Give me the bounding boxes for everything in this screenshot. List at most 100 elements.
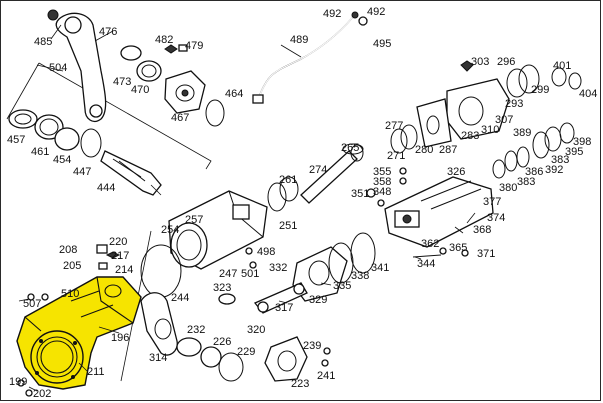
label-473: 473 [113, 76, 131, 88]
boundary-line-left [6, 62, 40, 120]
small-fasteners [17, 167, 469, 397]
label-492-right: 492 [367, 6, 385, 18]
label-374: 374 [487, 212, 505, 224]
label-348: 348 [373, 186, 391, 198]
label-226: 226 [213, 336, 231, 348]
bearings-226-232 [176, 337, 244, 382]
label-296: 296 [497, 56, 515, 68]
cover-223 [264, 336, 308, 382]
upper-bearings [120, 44, 188, 82]
label-326: 326 [447, 166, 465, 178]
label-489: 489 [290, 34, 308, 46]
label-476: 476 [99, 26, 117, 38]
gasket-244 [140, 244, 182, 298]
label-351: 351 [351, 188, 369, 200]
label-479: 479 [185, 40, 203, 52]
left-seal-stack [8, 109, 102, 158]
label-457: 457 [7, 134, 25, 146]
label-362: 362 [421, 238, 439, 250]
label-287: 287 [439, 144, 457, 156]
label-244: 244 [171, 292, 189, 304]
highlighted-gear-housing-196[interactable] [16, 276, 142, 390]
label-274: 274 [309, 164, 327, 176]
label-232: 232 [187, 324, 205, 336]
label-401: 401 [553, 60, 571, 72]
label-239: 239 [303, 340, 321, 352]
label-229: 229 [237, 346, 255, 358]
label-341: 341 [371, 262, 389, 274]
ring-261 [279, 176, 299, 202]
label-504: 504 [49, 62, 67, 74]
label-344: 344 [417, 258, 435, 270]
label-317: 317 [275, 302, 293, 314]
seals-271-287 [390, 124, 418, 154]
power-cylinder-257 [168, 190, 268, 270]
ring-251 [267, 182, 287, 212]
lower-valve-329 [292, 246, 348, 302]
label-335: 335 [333, 280, 351, 292]
valve-body-326 [384, 176, 494, 248]
label-395: 395 [565, 146, 583, 158]
side-cover-467 [164, 70, 206, 114]
label-386: 386 [525, 166, 543, 178]
label-461: 461 [31, 146, 49, 158]
label-199: 199 [9, 376, 27, 388]
label-485: 485 [34, 36, 52, 48]
label-380: 380 [499, 182, 517, 194]
label-257: 257 [185, 214, 203, 226]
label-498: 498 [257, 246, 275, 258]
label-223: 223 [291, 378, 309, 390]
label-202: 202 [33, 388, 51, 400]
label-377: 377 [483, 196, 501, 208]
label-368: 368 [473, 224, 491, 236]
label-271: 271 [387, 150, 405, 162]
label-217: 217 [111, 250, 129, 262]
label-501: 501 [241, 268, 259, 280]
label-492-left: 492 [323, 8, 341, 20]
oil-pipe-489 [252, 11, 368, 104]
label-310: 310 [481, 124, 499, 136]
label-389: 389 [513, 127, 531, 139]
label-196: 196 [111, 332, 129, 344]
label-314: 314 [149, 352, 167, 364]
label-338: 338 [351, 270, 369, 282]
label-365: 365 [449, 242, 467, 254]
label-383-lower: 383 [517, 176, 535, 188]
label-371: 371 [477, 248, 495, 260]
label-320: 320 [247, 324, 265, 336]
label-447: 447 [73, 166, 91, 178]
label-392: 392 [545, 164, 563, 176]
part-labels: 485 476 482 479 473 470 504 467 464 489 … [7, 6, 597, 400]
seals-335-341 [328, 232, 376, 284]
sector-arm-314 [140, 292, 178, 356]
label-280: 280 [415, 144, 433, 156]
label-277: 277 [385, 120, 403, 132]
label-293: 293 [505, 98, 523, 110]
label-482: 482 [155, 34, 173, 46]
piston-rod-274 [300, 143, 364, 204]
label-211: 211 [87, 366, 105, 378]
label-383-upper: 383 [551, 154, 569, 166]
upper-seals-296-404 [460, 60, 582, 98]
link-317 [218, 282, 308, 314]
seal-ring-464 [205, 99, 225, 127]
label-398: 398 [573, 136, 591, 148]
label-208: 208 [59, 244, 77, 256]
label-464: 464 [225, 88, 243, 100]
label-510: 510 [61, 288, 79, 300]
label-495: 495 [373, 38, 391, 50]
label-261: 261 [279, 174, 297, 186]
label-265: 265 [341, 142, 359, 154]
label-299: 299 [531, 84, 549, 96]
label-251: 251 [279, 220, 297, 232]
label-470: 470 [131, 84, 149, 96]
label-454: 454 [53, 154, 71, 166]
label-467: 467 [171, 112, 189, 124]
label-283: 283 [461, 130, 479, 142]
label-355: 355 [373, 166, 391, 178]
label-241: 241 [317, 370, 335, 382]
label-332: 332 [269, 262, 287, 274]
label-205: 205 [63, 260, 81, 272]
